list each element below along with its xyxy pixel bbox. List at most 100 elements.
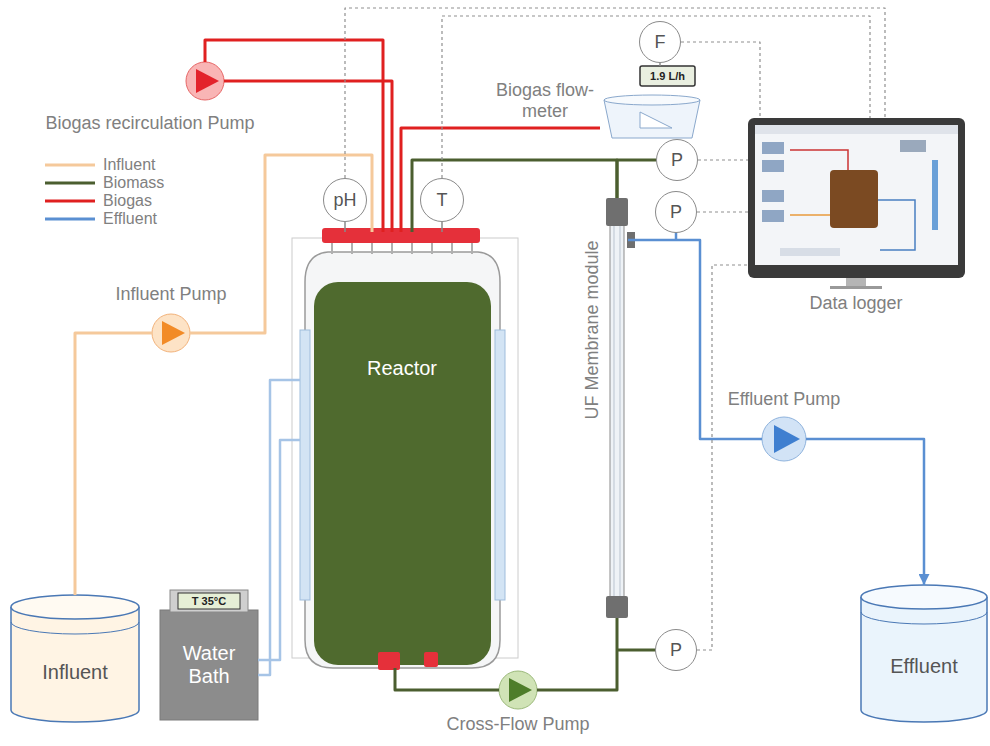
legend-row: Biomass: [45, 174, 164, 192]
pipe-line: [806, 439, 924, 585]
port-tube: [411, 242, 413, 254]
water-bath-body: [160, 610, 258, 720]
node-label: Effluent: [890, 655, 957, 678]
data-logger: Data logger: [748, 118, 965, 285]
reactor-bottom-cap: [424, 652, 438, 667]
influent-tank-rim: [11, 595, 139, 619]
biogas-flow-meter: 1.9 L/hBiogas flow-meter: [600, 66, 705, 140]
node-label: P: [657, 140, 697, 180]
monitor-frame: [748, 118, 965, 278]
screen-widget: [762, 190, 784, 202]
monitor-base: [830, 286, 882, 289]
pump-arrow: [774, 425, 800, 453]
effluent-tank-level: [861, 612, 987, 624]
pipe-line: [75, 333, 152, 595]
port-tube: [451, 242, 453, 254]
pipe-line: [412, 160, 617, 232]
legend-swatch: [45, 178, 97, 188]
effluent-tank-rim: [861, 585, 987, 609]
signal-line: [697, 211, 748, 212]
pressure-sensor: P: [656, 139, 698, 181]
pipe-line: [395, 668, 499, 690]
legend-label: Effluent: [103, 210, 157, 228]
membrane-tube: [610, 222, 624, 600]
reactor-ports: [332, 242, 472, 254]
reactor-jacket: [495, 330, 505, 600]
flow-meter-rim: [604, 95, 700, 105]
port-tube: [431, 242, 433, 254]
legend-line: [45, 200, 95, 203]
node-label: F: [640, 22, 680, 62]
water-bath: T 35°C Water Bath: [160, 590, 258, 720]
screen-module: [932, 160, 938, 230]
legend-row: Effluent: [45, 210, 164, 228]
uf-membrane-module: UF Membrane module: [606, 198, 628, 618]
node-label: Influent Pump: [115, 284, 226, 305]
pipe-line: [659, 63, 661, 66]
pipe-stub: [617, 649, 659, 652]
temperature-sensor: T: [420, 178, 464, 222]
pump-symbol: [152, 314, 190, 352]
legend-line: [45, 164, 95, 167]
node-label: P: [656, 192, 696, 232]
node-label: 1.9 L/h: [640, 66, 695, 86]
pressure-sensor: P: [655, 191, 697, 233]
pump-symbol: [186, 62, 224, 100]
node-label: Data logger: [809, 293, 902, 314]
flow-sensor: F: [639, 21, 681, 63]
cross-flow-pump: Cross-Flow Pump: [499, 671, 537, 709]
node-label: Cross-Flow Pump: [446, 714, 589, 735]
reactor-jacket: [300, 330, 310, 600]
port-tube: [351, 242, 353, 254]
influent-tank-body: [11, 607, 139, 722]
screen-widget: [900, 140, 926, 152]
pipe-line: [344, 222, 346, 232]
port-tube: [371, 242, 373, 254]
monitor-stand: [846, 278, 866, 287]
influent-pump: Influent Pump: [152, 314, 190, 352]
membrane-fiber: [620, 226, 621, 597]
node-label: UF Membrane module: [582, 240, 603, 419]
ph-sensor: pH: [323, 178, 367, 222]
node-label: Biogas recirculation Pump: [45, 113, 254, 134]
pump-arrow: [196, 69, 219, 93]
membrane-head: [606, 198, 628, 226]
node-label: Influent: [42, 661, 108, 684]
legend-line: [45, 182, 95, 185]
port-tube: [331, 242, 333, 254]
signal-line: [697, 265, 748, 650]
pump-symbol: [499, 671, 537, 709]
monitor-screen: [755, 125, 958, 265]
pump-arrow: [509, 678, 532, 702]
screen-pipe: [790, 214, 830, 216]
pipe-line: [441, 222, 443, 232]
screen-reactor: [830, 170, 878, 228]
pressure-sensor: P: [655, 629, 697, 671]
legend-row: Biogas: [45, 192, 164, 210]
effluent-tank: Effluent: [860, 585, 988, 722]
legend-swatch: [45, 196, 97, 206]
node-label: Water Bath: [164, 642, 254, 688]
pump-arrow: [162, 321, 185, 345]
node-label: T: [421, 179, 463, 221]
node-label: T 35°C: [178, 593, 240, 609]
pump-symbol: [762, 417, 806, 461]
pipe-line: [205, 40, 383, 232]
pipe-line: [258, 380, 300, 675]
legend-label: Influent: [103, 156, 155, 174]
legend-swatch: [45, 214, 97, 224]
node-label: P: [656, 630, 696, 670]
flow-meter-display: [640, 66, 695, 86]
pipe-line: [628, 240, 762, 439]
screen-widget: [762, 142, 784, 154]
node-label: Reactor: [367, 357, 437, 380]
pipe-line: [224, 81, 392, 232]
screen-widget: [780, 248, 840, 256]
flow-meter-tub: [604, 100, 700, 138]
node-label: pH: [324, 179, 366, 221]
legend-swatch: [45, 160, 97, 170]
signal-line: [681, 42, 760, 118]
